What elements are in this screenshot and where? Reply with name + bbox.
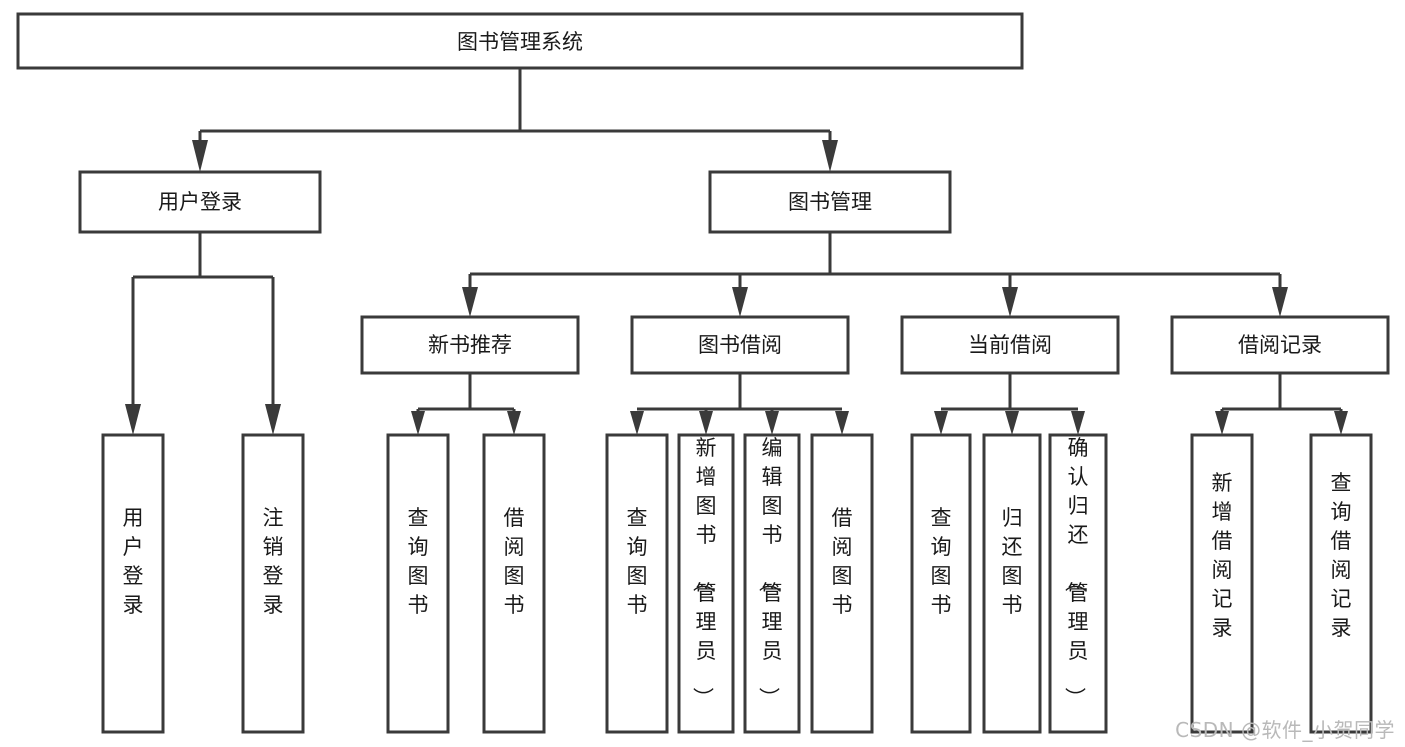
node-nbr-borrow-book-box[interactable] (482, 433, 546, 734)
node-user-login-label: 用户登录 (158, 190, 242, 214)
node-user-logout-box[interactable] (241, 433, 305, 734)
node-user-login-box[interactable] (78, 170, 322, 234)
arrowhead-new-book-recommend (462, 287, 478, 317)
node-book-management-label: 图书管理 (788, 190, 872, 214)
node-bb-borrow-book-box[interactable] (810, 433, 874, 734)
node-nbr-borrow-book[interactable]: 借阅图书 (482, 433, 546, 734)
arrowhead-cb-confirm-return (1071, 411, 1085, 435)
node-new-book-recommend[interactable]: 新书推荐 (360, 315, 580, 375)
node-user-login-do-label: 用户登录 (123, 506, 144, 617)
node-br-add-record-label: 新增借阅记录 (1212, 471, 1233, 640)
node-bb-add-book[interactable]: 新增图书（管理员） (677, 433, 735, 734)
arrowhead-br-query-record (1334, 411, 1348, 435)
node-br-query-record-label: 查询借阅记录 (1331, 471, 1352, 640)
node-bb-query-book-label: 查询图书 (627, 506, 648, 617)
node-book-borrow-box[interactable] (630, 315, 850, 375)
node-bb-query-book[interactable]: 查询图书 (605, 433, 669, 734)
arrowhead-bb-query-book (630, 411, 644, 435)
node-user-logout[interactable]: 注销登录 (241, 433, 305, 734)
node-cb-return-book-box[interactable] (982, 433, 1042, 734)
node-borrow-record-box[interactable] (1170, 315, 1390, 375)
node-new-book-recommend-label: 新书推荐 (428, 333, 512, 357)
node-nbr-query-book-label: 查询图书 (408, 506, 429, 617)
csdn-watermark: CSDN @软件_小贺同学 (1175, 718, 1395, 742)
node-bb-query-book-box[interactable] (605, 433, 669, 734)
node-root-label: 图书管理系统 (457, 30, 583, 54)
node-book-management-box[interactable] (708, 170, 952, 234)
node-user-login[interactable]: 用户登录 (78, 170, 322, 234)
arrowhead-bb-edit-book (765, 411, 779, 435)
node-br-add-record[interactable]: 新增借阅记录 (1190, 433, 1254, 734)
node-nbr-borrow-book-label: 借阅图书 (504, 506, 525, 617)
arrowhead-nbr-borrow-book (507, 411, 521, 435)
node-user-logout-label: 注销登录 (263, 506, 284, 617)
node-book-borrow-label: 图书借阅 (698, 333, 782, 357)
node-root-box[interactable] (16, 12, 1024, 70)
node-cb-confirm-return-box[interactable] (1048, 433, 1108, 734)
node-borrow-record-label: 借阅记录 (1238, 333, 1322, 357)
node-bb-borrow-book[interactable]: 借阅图书 (810, 433, 874, 734)
node-bb-add-book-box[interactable] (677, 433, 735, 734)
node-current-borrow[interactable]: 当前借阅 (900, 315, 1120, 375)
arrowhead-current-borrow (1002, 287, 1018, 317)
node-bb-edit-book[interactable]: 编辑图书（管理员） (743, 433, 801, 734)
arrowhead-cb-query-book (934, 411, 948, 435)
arrowhead-bb-add-book (699, 411, 713, 435)
node-current-borrow-label: 当前借阅 (968, 333, 1052, 357)
arrowhead-bookmgmt (822, 140, 838, 172)
node-cb-return-book[interactable]: 归还图书 (982, 433, 1042, 734)
node-cb-query-book-label: 查询图书 (931, 506, 952, 617)
connector-layer (125, 68, 1348, 435)
node-current-borrow-box[interactable] (900, 315, 1120, 375)
node-br-add-record-box[interactable] (1190, 433, 1254, 734)
node-user-login-do-box[interactable] (101, 433, 165, 734)
arrowhead-cb-return-book (1005, 411, 1019, 435)
node-bb-borrow-book-label: 借阅图书 (832, 506, 853, 617)
node-bb-edit-book-label: 编辑图书（管理员） (757, 436, 783, 708)
node-cb-query-book-box[interactable] (910, 433, 972, 734)
node-nbr-query-book[interactable]: 查询图书 (386, 433, 450, 734)
node-br-query-record[interactable]: 查询借阅记录 (1309, 433, 1373, 734)
arrowhead-user-logout (265, 404, 281, 435)
node-user-login-do[interactable]: 用户登录 (101, 433, 165, 734)
node-root[interactable]: 图书管理系统 (16, 12, 1024, 70)
node-bb-edit-book-box[interactable] (743, 433, 801, 734)
arrowhead-nbr-query-book (411, 411, 425, 435)
node-cb-query-book[interactable]: 查询图书 (910, 433, 972, 734)
node-nbr-query-book-box[interactable] (386, 433, 450, 734)
node-cb-confirm-return-label: 确认归还（管理员） (1063, 436, 1089, 708)
arrowhead-user-login-do (125, 404, 141, 435)
node-borrow-record[interactable]: 借阅记录 (1170, 315, 1390, 375)
arrowhead-userlogin (192, 140, 208, 172)
arrowhead-borrow-record (1272, 287, 1288, 317)
node-br-query-record-box[interactable] (1309, 433, 1373, 734)
node-cb-confirm-return[interactable]: 确认归还（管理员） (1048, 433, 1108, 734)
arrowhead-bb-borrow-book (835, 411, 849, 435)
node-book-management[interactable]: 图书管理 (708, 170, 952, 234)
arrowhead-br-add-record (1215, 411, 1229, 435)
node-bb-add-book-label: 新增图书（管理员） (691, 436, 717, 708)
arrowhead-book-borrow (732, 287, 748, 317)
node-new-book-recommend-box[interactable] (360, 315, 580, 375)
node-book-borrow[interactable]: 图书借阅 (630, 315, 850, 375)
node-cb-return-book-label: 归还图书 (1002, 506, 1023, 617)
